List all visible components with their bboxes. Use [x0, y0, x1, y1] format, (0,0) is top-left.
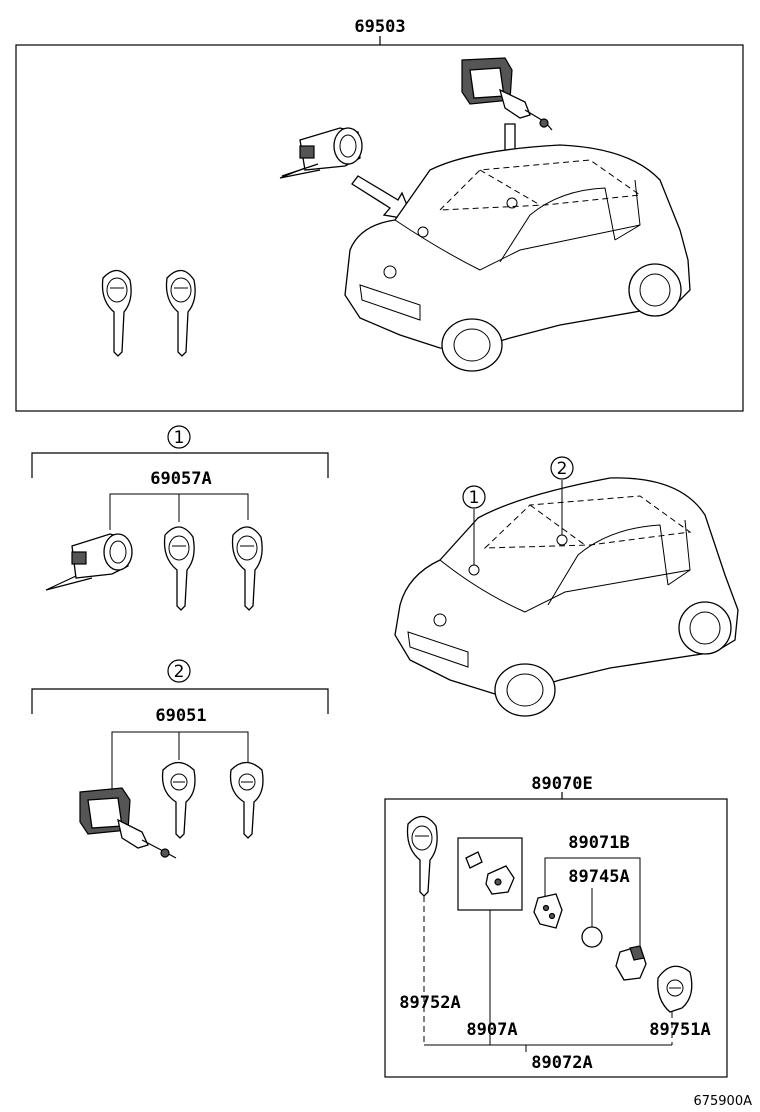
key-icon	[165, 269, 196, 357]
set2-number-circle	[167, 659, 191, 683]
key-icon	[231, 526, 263, 611]
key-icon	[161, 761, 196, 839]
key-icon	[229, 761, 264, 839]
callout-2-circle	[550, 456, 574, 480]
transmitter-case-label: 89071B	[568, 833, 629, 853]
set1-bracket	[31, 452, 329, 478]
set2-number: 2	[174, 662, 185, 682]
key-icon	[163, 526, 195, 611]
figure-id: 675900A	[693, 1094, 752, 1109]
main-set-label: 69503	[354, 17, 405, 37]
door-lock-cylinder-icon	[45, 533, 133, 591]
set1-part-label: 69057A	[150, 469, 211, 489]
key-head-label: 89751A	[649, 1020, 710, 1040]
key-plate-icon	[465, 851, 515, 895]
set1-group: 1 69057A	[31, 425, 329, 611]
ignition-switch-icon	[79, 787, 177, 859]
transmitter-cover-icon	[615, 945, 647, 981]
key-kit-box	[384, 798, 728, 1078]
ignition-switch-icon	[461, 57, 553, 131]
key-plate-label: 8907A	[466, 1020, 517, 1040]
key-head-icon	[657, 965, 693, 1013]
main-set-group: 69503	[15, 17, 744, 412]
blank-key-label: 89752A	[399, 993, 460, 1013]
door-lock-cylinder-icon	[279, 127, 363, 179]
set1-number: 1	[174, 428, 185, 448]
car-callout-group: 1 2	[394, 456, 739, 717]
car-illustration-icon	[394, 477, 739, 717]
blank-key-icon	[406, 815, 438, 897]
set2-part-label: 69051	[155, 706, 206, 726]
set2-bracket	[31, 688, 329, 714]
key-kit-group: 89070E 89071B 89745A	[384, 774, 728, 1078]
transmitter-case-icon	[533, 893, 563, 929]
battery-icon	[581, 926, 603, 948]
callout-2-number: 2	[557, 459, 568, 479]
battery-label: 89745A	[568, 867, 629, 887]
callout-1-number: 1	[469, 488, 480, 508]
key-assembly-label: 89072A	[531, 1053, 592, 1073]
callout-1-circle	[462, 485, 486, 509]
car-illustration-icon	[344, 144, 691, 372]
set2-group: 2 69051	[31, 659, 329, 859]
key-kit-label: 89070E	[531, 774, 592, 794]
key-icon	[101, 269, 132, 357]
set1-number-circle	[167, 425, 191, 449]
